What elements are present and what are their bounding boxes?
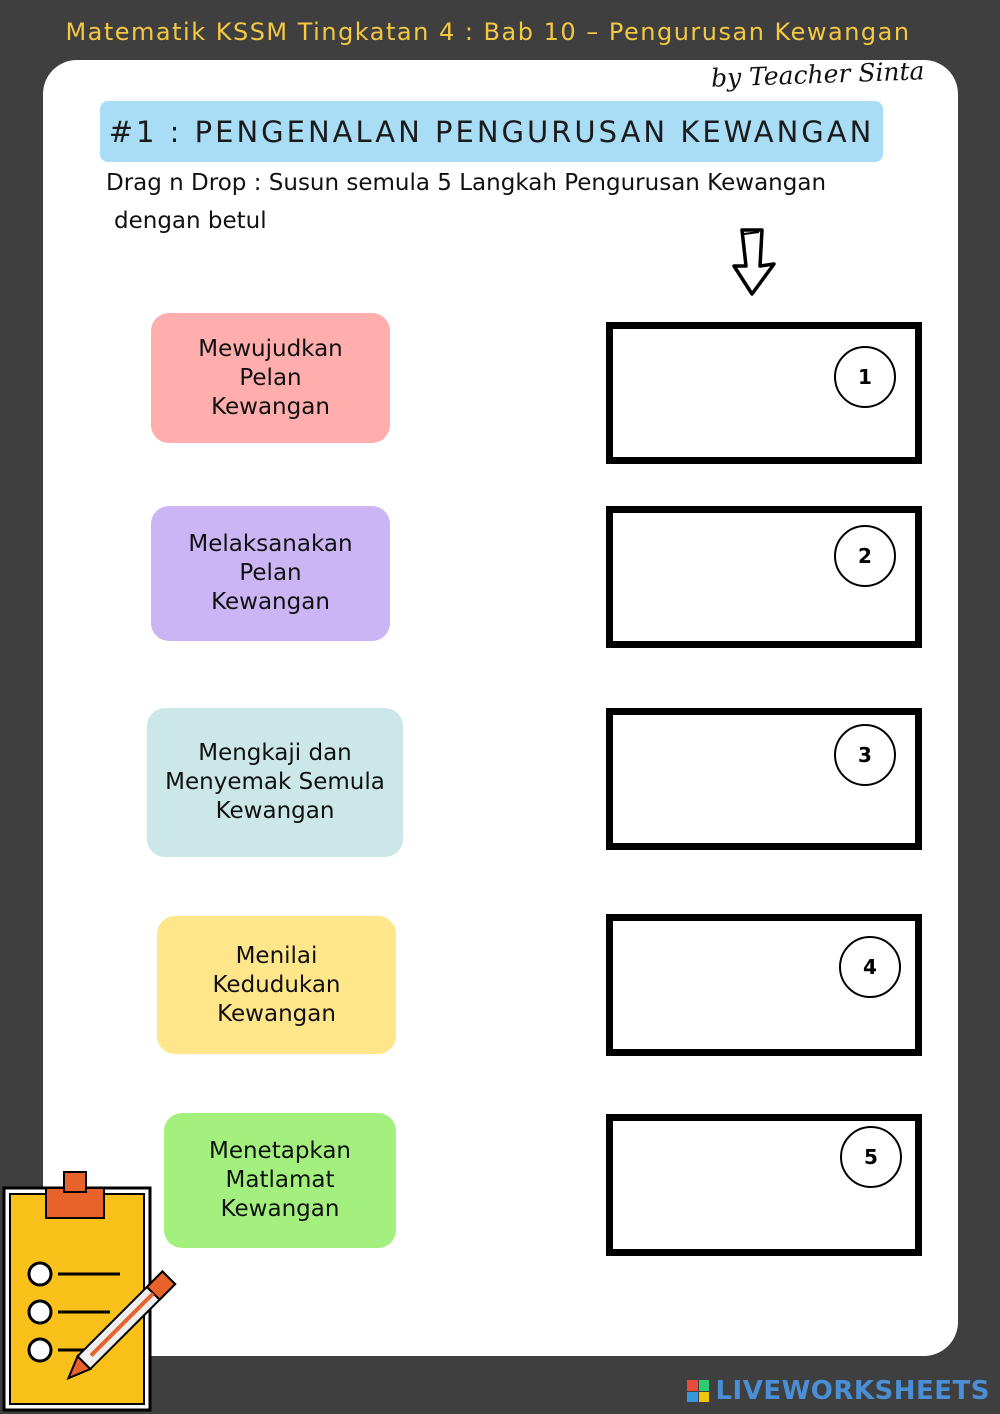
step-card-label: Menilai Kedudukan Kewangan: [212, 942, 341, 1027]
drop-zone-2[interactable]: 2: [606, 506, 922, 648]
drop-zone-4[interactable]: 4: [606, 914, 922, 1056]
step-number-badge: 5: [840, 1126, 902, 1188]
brand-text: LIVEWORKSHEETS: [715, 1376, 990, 1406]
step-number-badge: 1: [834, 346, 896, 408]
liveworksheets-logo-icon: [687, 1380, 710, 1402]
liveworksheets-brand: LIVEWORKSHEETS: [687, 1376, 990, 1406]
step-card-1[interactable]: Mewujudkan Pelan Kewangan: [151, 313, 390, 443]
step-number-badge: 3: [834, 724, 896, 786]
header-title: Matematik KSSM Tingkatan 4 : Bab 10 – Pe…: [65, 18, 911, 46]
down-arrow-icon: [732, 228, 776, 296]
step-card-4[interactable]: Menilai Kedudukan Kewangan: [157, 916, 396, 1054]
instructions-line-2: dengan betul: [114, 208, 267, 234]
step-card-label: Melaksanakan Pelan Kewangan: [188, 531, 353, 615]
drop-zone-3[interactable]: 3: [606, 708, 922, 850]
step-card-label: Mewujudkan Pelan Kewangan: [198, 335, 343, 420]
step-card-3[interactable]: Mengkaji dan Menyemak Semula Kewangan: [147, 708, 403, 857]
title-banner: #1 : PENGENALAN PENGURUSAN KEWANGAN: [100, 101, 883, 162]
step-number-badge: 2: [834, 525, 896, 587]
drop-zone-1[interactable]: 1: [606, 322, 922, 464]
instructions-line-1: Drag n Drop : Susun semula 5 Langkah Pen…: [106, 170, 827, 196]
step-number-badge: 4: [839, 936, 901, 998]
instructions: Drag n Drop : Susun semula 5 Langkah Pen…: [106, 164, 866, 240]
drop-zone-5[interactable]: 5: [606, 1114, 922, 1256]
step-card-label: Mengkaji dan Menyemak Semula Kewangan: [165, 740, 385, 824]
step-card-label: Menetapkan Matlamat Kewangan: [208, 1138, 352, 1222]
step-card-5[interactable]: Menetapkan Matlamat Kewangan: [164, 1113, 396, 1248]
step-card-2[interactable]: Melaksanakan Pelan Kewangan: [151, 506, 390, 641]
banner-title: #1 : PENGENALAN PENGURUSAN KEWANGAN: [108, 114, 875, 149]
clipboard-icon: [2, 1171, 177, 1412]
